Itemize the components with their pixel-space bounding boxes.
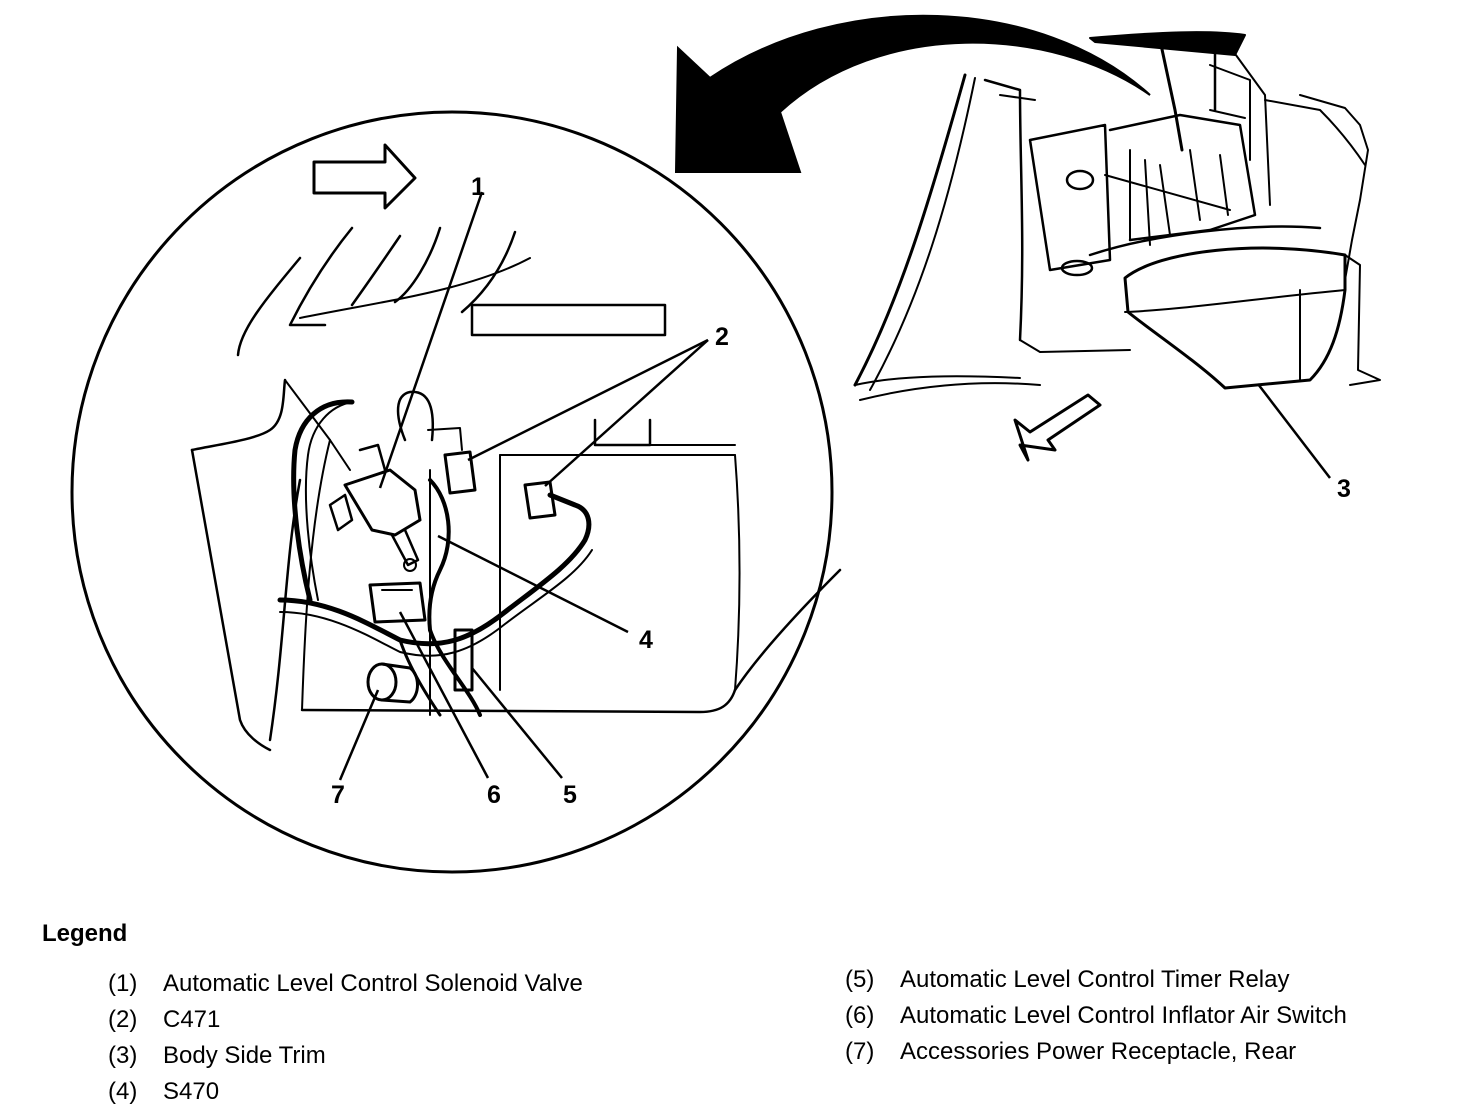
callout-2: 2 bbox=[715, 323, 729, 351]
legend-item-label: C471 bbox=[163, 1006, 221, 1033]
legend-item-label: S470 bbox=[163, 1078, 220, 1105]
legend-item: (7) Accessories Power Receptacle, Rear bbox=[845, 1034, 1347, 1070]
callout-7: 7 bbox=[331, 781, 345, 809]
legend-item: (6) Automatic Level Control Inflator Air … bbox=[845, 998, 1347, 1034]
legend-item: (4) S470 bbox=[108, 1074, 583, 1110]
curved-view-arrow bbox=[674, 14, 1151, 173]
legend-item-number: (4) bbox=[108, 1078, 138, 1105]
legend-item-number: (2) bbox=[108, 1006, 138, 1033]
legend-list-left: (1) Automatic Level Control Solenoid Valv… bbox=[108, 966, 583, 1110]
legend-item-label: Automatic Level Control Inflator Air Swi… bbox=[900, 1002, 1347, 1029]
callout-3: 3 bbox=[1337, 475, 1351, 503]
legend-item-number: (5) bbox=[845, 966, 875, 993]
legend-item-label: Automatic Level Control Timer Relay bbox=[900, 966, 1290, 993]
legend-item: (5) Automatic Level Control Timer Relay bbox=[845, 962, 1347, 998]
legend-item: (3) Body Side Trim bbox=[108, 1038, 583, 1074]
callout-4: 4 bbox=[639, 626, 653, 654]
legend-item-label: Automatic Level Control Solenoid Valve bbox=[163, 970, 583, 997]
legend-item-number: (6) bbox=[845, 1002, 875, 1029]
legend-item-number: (3) bbox=[108, 1042, 138, 1069]
legend-item: (1) Automatic Level Control Solenoid Valv… bbox=[108, 966, 583, 1002]
component-location-diagram: 1 2 3 4 5 6 7 bbox=[70, 14, 1381, 874]
legend-list-right: (5) Automatic Level Control Timer Relay (… bbox=[845, 962, 1347, 1070]
callout-6: 6 bbox=[487, 781, 501, 809]
rear-quarter-overview bbox=[853, 31, 1381, 462]
callout-1: 1 bbox=[471, 173, 485, 201]
leader-lines bbox=[338, 191, 1331, 781]
rearward-arrow-icon bbox=[1013, 393, 1102, 462]
legend-item-number: (7) bbox=[845, 1038, 875, 1065]
callout-5: 5 bbox=[563, 781, 577, 809]
legend-item-number: (1) bbox=[108, 970, 138, 997]
detail-view-circle bbox=[70, 110, 842, 874]
legend-item: (2) C471 bbox=[108, 1002, 583, 1038]
forward-arrow-icon bbox=[312, 143, 417, 210]
legend-item-label: Body Side Trim bbox=[163, 1042, 326, 1069]
legend-title: Legend bbox=[42, 920, 128, 947]
legend-item-label: Accessories Power Receptacle, Rear bbox=[900, 1038, 1297, 1065]
